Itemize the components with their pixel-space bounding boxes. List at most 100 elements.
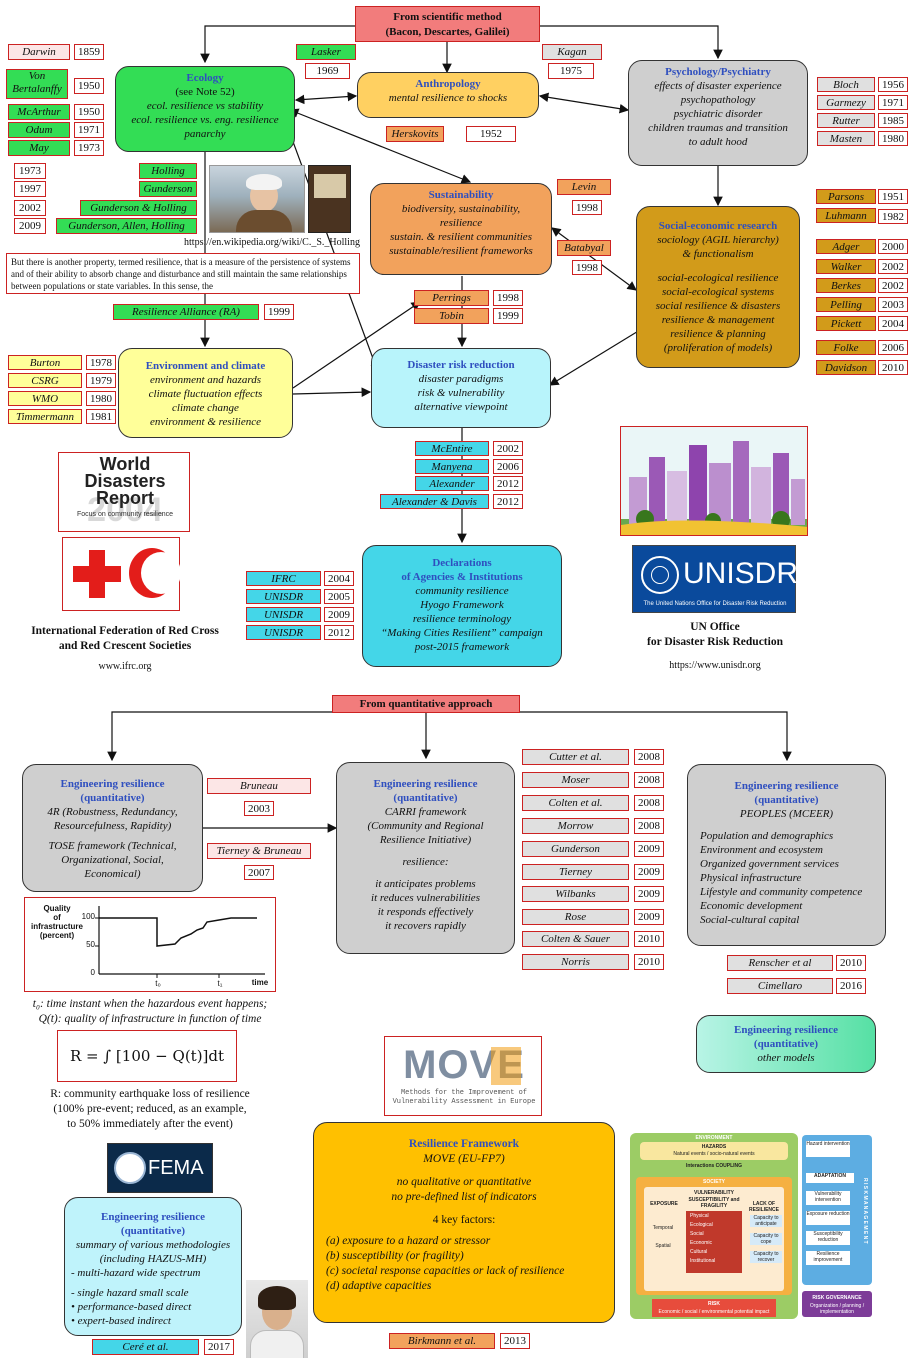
tag-rutter: Rutter [817, 113, 875, 128]
environment-node: Environment and climate environment and … [118, 348, 293, 438]
eng-resilience-5: Engineering resilience (quantitative) su… [64, 1197, 242, 1336]
socioeconomic-line-1: sociology (AGIL hierarchy) [657, 234, 779, 246]
tag-herskovits: Herskovits [386, 126, 444, 142]
unisdr-url[interactable]: https://www.unisdr.org [669, 660, 761, 671]
eng2-line-6 [343, 869, 508, 877]
eng5-bullet-1: - multi-hazard wide spectrum [71, 1267, 201, 1279]
tag-davidson: Davidson [816, 360, 876, 375]
eng5-line-1: summary of various methodologies [75, 1239, 231, 1251]
wiki-url[interactable]: https://en.wikipedia.org/wiki/C._S._Holl… [184, 237, 360, 248]
move-logo-accent [491, 1047, 521, 1085]
city-svg [621, 441, 807, 535]
fig-lack: LACK OF RESILIENCE [748, 1201, 779, 1213]
eng3-title-1: Engineering resilience [734, 780, 839, 792]
psychology-line-3: psychiatric disorder [673, 108, 763, 120]
cross-horizontal [73, 566, 121, 582]
eng4-title-2: (quantitative) [753, 1038, 819, 1050]
tag-pelling: Pelling [816, 297, 876, 312]
ifrc-url[interactable]: www.ifrc.org [98, 661, 152, 672]
socioeconomic-line-6: social resilience & disasters [655, 300, 781, 312]
year-alexander: 2012 [493, 476, 523, 491]
eng3-line-1: Population and demographics [700, 830, 834, 842]
tag-levin: Levin [557, 179, 611, 195]
fig-vuln-label: VULNERABILITY [694, 1190, 734, 1196]
explain-q: Q(t): quality of infrastructure in funct… [38, 1013, 262, 1025]
formula-text: R = ∫ [100 − Q(t)]dt [69, 1047, 225, 1065]
unisdr-logo: UNISDR The United Nations Office for Dis… [632, 545, 798, 613]
year-unisdr-3: 2012 [324, 625, 354, 640]
year-garmezy: 1971 [878, 95, 908, 110]
declarations-line-2: Hyogo Framework [420, 599, 504, 611]
tag-pickett: Pickett [816, 316, 876, 331]
cere-photo [246, 1280, 308, 1358]
tag-gunderson: Gunderson [139, 181, 197, 197]
eng3-line-5: Lifestyle and community competence [700, 886, 863, 898]
framework-line-1: no qualitative or quantitative [396, 1176, 532, 1188]
year-gunderson: 1997 [14, 181, 46, 197]
graph-ylabel-1: Quality [43, 904, 71, 913]
eng2-title-1: Engineering resilience [373, 778, 478, 790]
tag-rose: Rose [522, 909, 629, 925]
quality-curve [99, 917, 257, 947]
anthropology-node: Anthropology mental resilience to shocks [357, 72, 539, 118]
graph-ylabel-3: infrastructure [30, 922, 83, 931]
eng3-line-2: Environment and ecosystem [700, 844, 824, 856]
psychology-title: Psychology/Psychiatry [665, 66, 771, 78]
framework-line-3 [320, 1205, 608, 1213]
graph-t0: t₀ [155, 979, 161, 988]
environment-line-1: environment and hazards [149, 374, 261, 386]
socioeconomic-line-3 [643, 261, 793, 271]
fema-logo: FEMA [107, 1143, 213, 1193]
framework-factor-d: (d) adaptive capacities [326, 1280, 432, 1292]
fig-dim-5: Cultural [690, 1249, 708, 1255]
fig-cap-3: Capacity to recover [750, 1251, 782, 1263]
sustainability-line-3: sustain. & resilient communities [390, 231, 532, 243]
tag-cimellaro: Cimellaro [727, 978, 833, 994]
year-rose: 2009 [634, 909, 664, 925]
year-parsons: 1951 [878, 189, 908, 204]
year-cimellaro: 2016 [836, 978, 866, 994]
tag-morrow: Morrow [522, 818, 629, 834]
tag-berkes: Berkes [816, 278, 876, 293]
fig-riskmgmt: R I S K M A N A G E M E N T [862, 1178, 868, 1244]
city-illustration [620, 426, 808, 536]
fig-dim-3: Social [690, 1231, 704, 1237]
environment-line-3: climate change [172, 402, 239, 414]
environment-title: Environment and climate [145, 360, 266, 372]
eng5-line-2: (including HAZUS-MH) [99, 1253, 207, 1265]
year-wilbanks: 2009 [634, 886, 664, 902]
tag-gunderson-2: Gunderson [522, 841, 629, 857]
tag-mcarthur: McArthur [8, 104, 70, 120]
fig-resimp: Resilience improvement [806, 1251, 850, 1265]
un-emblem-icon [641, 556, 679, 594]
fig-dim-2: Ecological [690, 1222, 713, 1228]
tag-unisdr-2: UNISDR [246, 607, 321, 622]
header-line-2: (Bacon, Descartes, Galilei) [385, 26, 510, 38]
year-tierney-bruneau: 2007 [244, 865, 274, 880]
fig-cap-1: Capacity to anticipate [750, 1215, 782, 1227]
fig-env-label: ENVIRONMENT [695, 1135, 733, 1141]
eng1-title-1: Engineering resilience [60, 778, 165, 790]
holling-book-cover [308, 165, 351, 233]
eng3-title-2: (quantitative) [754, 794, 819, 806]
year-kagan: 1975 [548, 63, 594, 79]
year-timmermann: 1981 [86, 409, 116, 424]
eng1-line-2: Resourcefulness, Rapidity) [53, 820, 172, 832]
ifrc-caption: International Federation of Red Cross an… [10, 624, 240, 654]
holling-photo [209, 165, 305, 233]
eng-resilience-3: Engineering resilience (quantitative) PE… [687, 764, 886, 946]
graph-tick-100: 100 [81, 912, 95, 921]
tag-gunderson-allen-holling: Gunderson, Allen, Holling [56, 218, 197, 234]
anthropology-title: Anthropology [415, 78, 481, 90]
eng5-bullet-4: • expert-based indirect [71, 1315, 171, 1327]
fig-society-label: SOCIETY [703, 1179, 725, 1185]
drr-line-3: alternative viewpoint [414, 401, 508, 413]
tag-tobin: Tobin [414, 308, 489, 324]
eng2-line-1: CARRI framework [384, 806, 467, 818]
fig-governance [802, 1291, 872, 1317]
declarations-line-1: community resilience [415, 585, 509, 597]
tag-bloch: Bloch [817, 77, 875, 92]
eng2-line-7: it anticipates problems [375, 878, 476, 890]
fig-risk-sub: Economic / social / environmental potent… [658, 1309, 770, 1315]
wdr-year: 2004 [87, 491, 163, 529]
